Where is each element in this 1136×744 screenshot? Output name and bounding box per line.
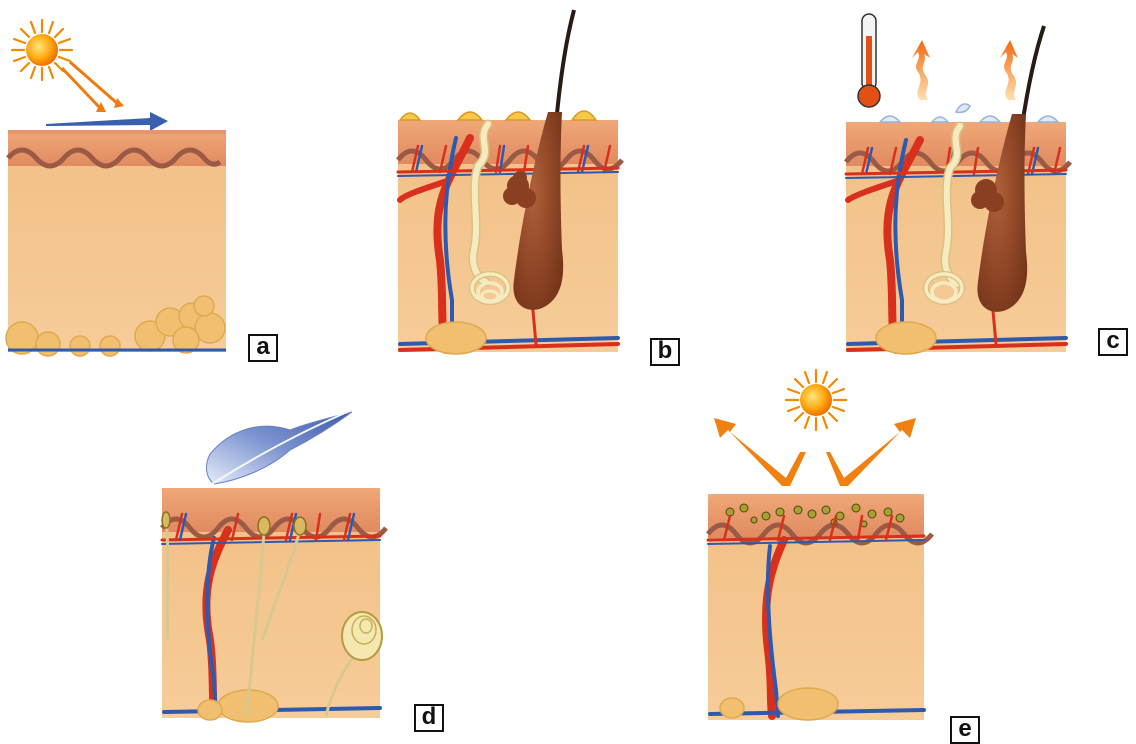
panel-label-e: e [950, 716, 980, 744]
panel-c [846, 14, 1070, 354]
fat-tissue [426, 322, 486, 354]
skin-cross-section [398, 120, 622, 352]
skin-cross-section [708, 494, 932, 720]
heat-arrows [912, 40, 1018, 100]
pressure-receptor [342, 612, 382, 660]
panel-label-d: d [414, 704, 444, 732]
evaporating-sweat [880, 104, 1058, 122]
reflection-arrow [46, 112, 168, 131]
panel-b [398, 10, 622, 354]
light-rays [62, 62, 124, 112]
panel-d [162, 410, 386, 722]
panel-label-a: a [248, 334, 278, 362]
feather-icon [207, 410, 352, 484]
panel-label-c: c [1098, 328, 1128, 356]
thermometer-icon [858, 14, 880, 107]
sweat-beads [400, 111, 596, 120]
panel-a [6, 20, 226, 356]
panel-label-b: b [650, 338, 680, 366]
sun-icon [786, 370, 846, 430]
panel-e [708, 370, 932, 720]
fat-tissue [876, 322, 936, 354]
